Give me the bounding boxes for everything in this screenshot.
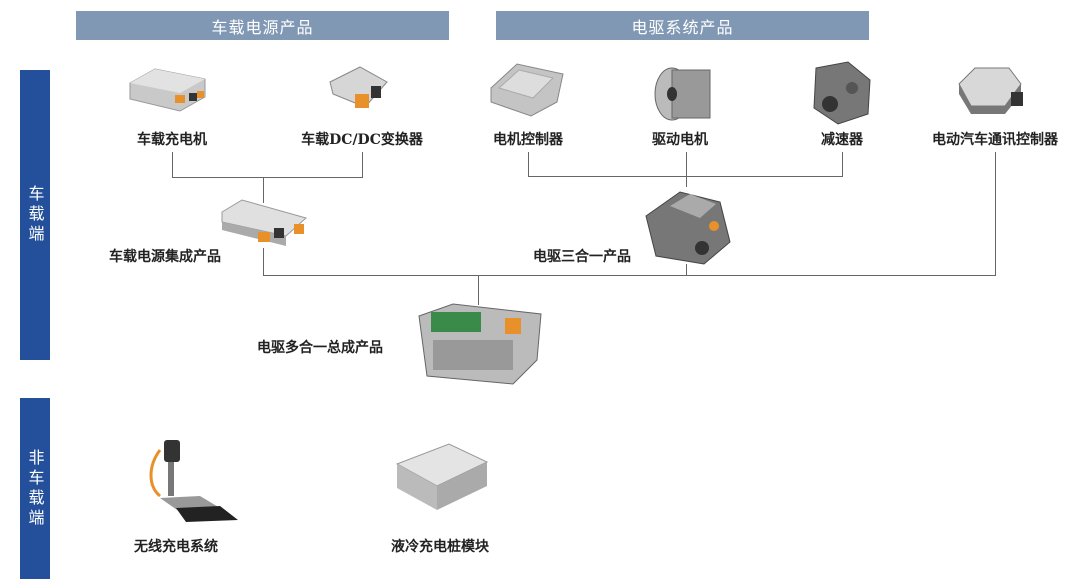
wireless-charging-image — [149, 440, 238, 522]
side-label-onboard: 车载端 — [20, 70, 50, 360]
connector-line — [686, 264, 687, 276]
label-comm-controller: 电动汽车通讯控制器 — [932, 132, 1058, 148]
connector-line — [263, 248, 264, 276]
dcdc-converter-image — [329, 66, 388, 108]
side-label-offboard: 非车载端 — [20, 398, 50, 579]
drive-multi-assembly-image — [418, 303, 542, 385]
connector-line — [478, 275, 479, 305]
drive-3in1-image — [645, 191, 731, 265]
connector-line — [528, 176, 843, 177]
label-reducer: 减速器 — [821, 132, 863, 148]
onboard-charger-image — [129, 68, 206, 112]
connector-line — [528, 152, 529, 177]
motor-controller-image — [490, 63, 564, 117]
header-drive-products: 电驱系统产品 — [496, 11, 869, 40]
comm-controller-image — [958, 67, 1023, 114]
connector-line — [263, 275, 996, 276]
label-motor-controller: 电机控制器 — [493, 132, 563, 148]
label-power-integrated: 车载电源集成产品 — [109, 249, 221, 265]
power-integrated-image — [221, 199, 308, 246]
connector-line — [686, 152, 687, 187]
connector-line — [362, 152, 363, 177]
label-wireless-charging: 无线充电系统 — [134, 539, 218, 555]
label-dcdc-converter: 车载DC/DC变换器 — [301, 132, 423, 148]
connector-line — [263, 177, 264, 203]
label-onboard-charger: 车载充电机 — [137, 132, 207, 148]
liquid-cooled-module-image — [395, 443, 489, 510]
connector-line — [172, 177, 363, 178]
connector-line — [172, 152, 173, 177]
reducer-image — [813, 61, 871, 125]
label-drive-3in1: 电驱三合一产品 — [533, 249, 631, 265]
header-power-products: 车载电源产品 — [76, 11, 449, 40]
drive-motor-image — [654, 67, 711, 121]
connector-line — [842, 152, 843, 177]
label-drive-motor: 驱动电机 — [652, 132, 708, 148]
connector-line — [995, 152, 996, 276]
label-drive-multi-assembly: 电驱多合一总成产品 — [257, 340, 383, 356]
label-liquid-cooled-module: 液冷充电桩模块 — [391, 539, 489, 555]
